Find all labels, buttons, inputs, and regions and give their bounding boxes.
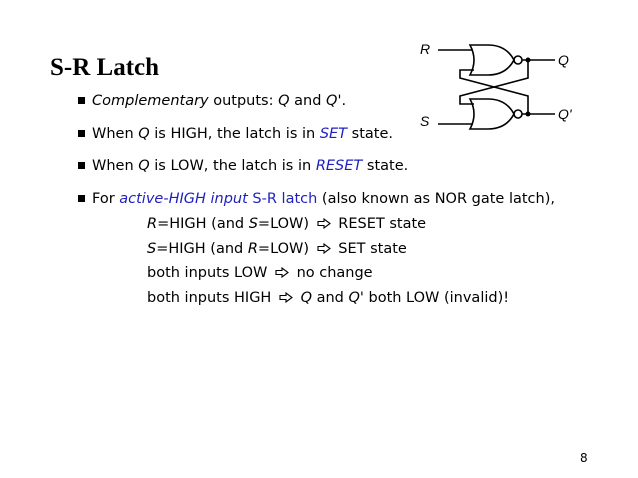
hollow-right-arrow-icon bbox=[317, 242, 331, 254]
feedback-wire-q bbox=[459, 60, 529, 105]
feedback-wire-qbar bbox=[459, 69, 529, 114]
truth-item-set: S=HIGH (and R=LOW) SET state bbox=[147, 240, 407, 257]
hollow-right-arrow-icon bbox=[279, 291, 293, 303]
bullet-q-low: When Q is LOW, the latch is in RESET sta… bbox=[78, 157, 555, 175]
bullet-active-high: For active-HIGH input S-R latch (also kn… bbox=[78, 190, 555, 208]
label-s: S bbox=[420, 113, 430, 129]
label-q: Q bbox=[558, 52, 569, 68]
sr-latch-circuit-diagram: R S Q Q' bbox=[420, 41, 573, 130]
page-number: 8 bbox=[580, 451, 588, 465]
nor-bubble-top bbox=[513, 55, 523, 65]
nor-gate-bottom bbox=[468, 98, 515, 130]
square-bullet-icon bbox=[78, 195, 85, 203]
square-bullet-icon bbox=[78, 129, 85, 137]
truth-list: R=HIGH (and S=LOW) RESET state S=HIGH (a… bbox=[147, 215, 509, 313]
label-qbar: Q' bbox=[558, 106, 573, 122]
square-bullet-icon bbox=[78, 97, 85, 104]
junction-dot-qbar bbox=[525, 111, 531, 117]
truth-item-reset: R=HIGH (and S=LOW) RESET state bbox=[147, 216, 427, 232]
slide-title: S-R Latch bbox=[50, 54, 160, 81]
hollow-right-arrow-icon bbox=[317, 218, 331, 229]
square-bullet-icon bbox=[78, 162, 85, 170]
nor-gate-top bbox=[468, 44, 515, 76]
junction-dot-q bbox=[525, 57, 531, 63]
hollow-right-arrow-icon bbox=[275, 267, 289, 278]
bullet-q-high: When Q is HIGH, the latch is in SET stat… bbox=[78, 125, 555, 143]
truth-item-invalid: both inputs HIGH Q and Q' both LOW (inva… bbox=[147, 289, 510, 306]
truth-item-no-change: both inputs LOW no change bbox=[147, 265, 373, 281]
label-r: R bbox=[420, 41, 430, 57]
bullet-list: Complementary outputs: Q and Q'. When Q … bbox=[78, 92, 555, 223]
bullet-complementary: Complementary outputs: Q and Q'. bbox=[78, 92, 555, 110]
